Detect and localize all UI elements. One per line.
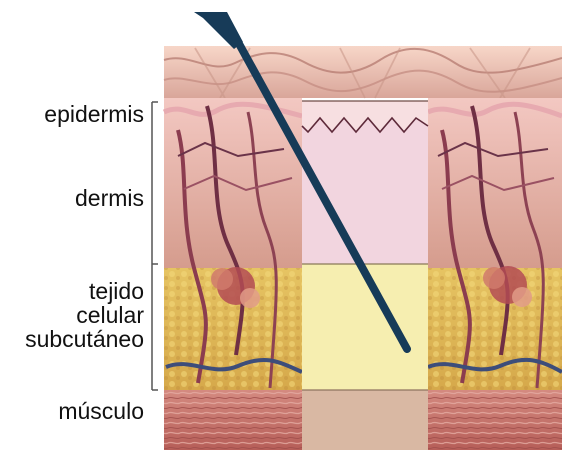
subcutaneous-tissue-label-line-1: tejido bbox=[25, 279, 144, 303]
epidermis-label: epidermis bbox=[44, 102, 144, 126]
dermis-label: dermis bbox=[75, 186, 144, 210]
subcutaneous-tissue-label-line-3: subcutáneo bbox=[25, 327, 144, 351]
muscle-column bbox=[302, 390, 428, 450]
muscle-label: músculo bbox=[58, 399, 144, 423]
subcutaneous-column bbox=[302, 264, 428, 390]
right-tissue-block bbox=[428, 98, 562, 450]
subcutaneous-tissue-label: tejido celular subcutáneo bbox=[25, 279, 144, 351]
label-brackets bbox=[152, 102, 158, 390]
skin-surface bbox=[164, 46, 562, 98]
subcutaneous-tissue-label-line-2: celular bbox=[25, 303, 144, 327]
left-tissue-block bbox=[164, 98, 302, 450]
